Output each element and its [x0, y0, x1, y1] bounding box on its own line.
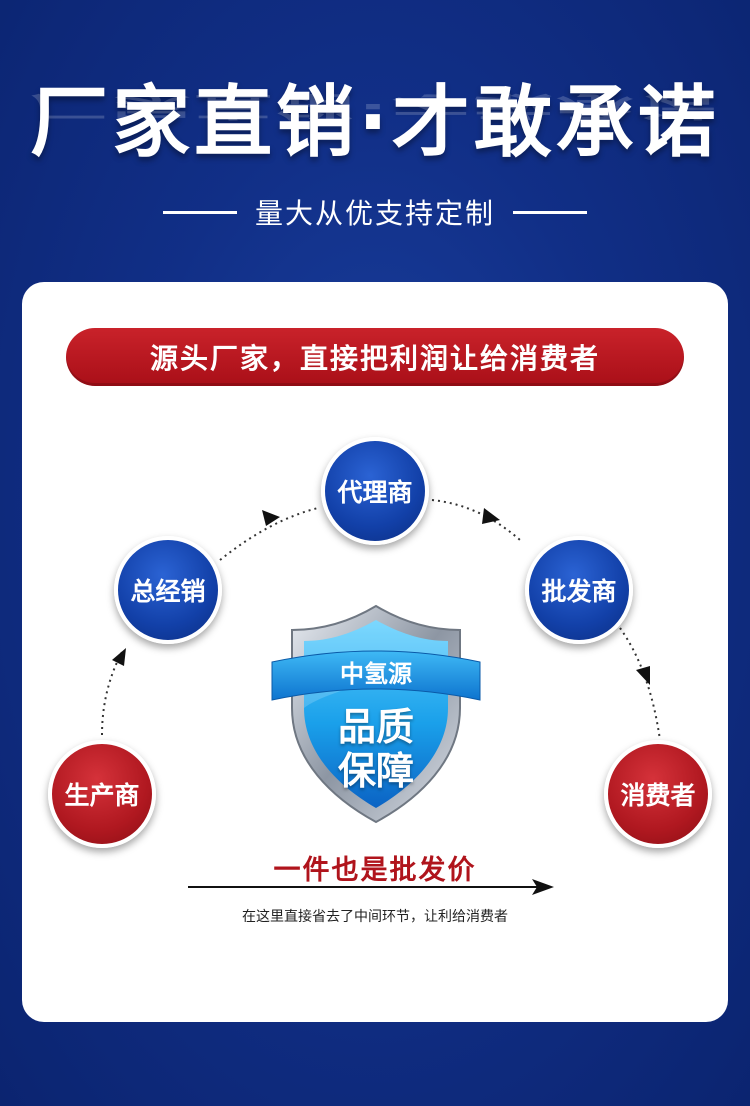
node-agent: 代理商: [321, 437, 429, 545]
subtitle-right-line: [513, 210, 587, 214]
shield-ribbon-text: 中氢源: [340, 660, 412, 688]
arc-producer-to-distributor: [101, 651, 123, 736]
node-producer: 生产商: [48, 740, 156, 848]
node-wholesaler: 批发商: [525, 536, 633, 644]
slogan: 一件也是批发价: [273, 855, 477, 886]
note: 在这里直接省去了中间环节，让利给消费者: [242, 909, 508, 925]
shield-line-1: 品质: [337, 705, 414, 749]
arc-distributor-to-agent: [219, 507, 319, 561]
arc-wholesaler-to-consumer: [619, 627, 661, 741]
node-consumer: 消费者: [604, 740, 712, 848]
red-banner: 源头厂家，直接把利润让给消费者: [66, 328, 684, 386]
quality-shield: 中氢源 品质 保障: [266, 600, 486, 830]
arrow-head-3: [482, 508, 500, 524]
shield-icon: [271, 604, 481, 824]
arrow-head-2: [262, 510, 280, 526]
arrow-head-4: [636, 666, 650, 685]
headline: 厂家直销·才敢承诺: [30, 78, 720, 168]
arrow-head-1: [112, 648, 126, 666]
node-general-distributor: 总经销: [114, 536, 222, 644]
subtitle-left-line: [162, 210, 237, 214]
subtitle-row: 量大从优支持定制: [0, 192, 750, 232]
arc-agent-to-wholesaler: [431, 499, 521, 541]
shield-line-2: 保障: [337, 749, 414, 793]
subtitle: 量大从优支持定制: [254, 197, 495, 230]
long-arrow-head: [532, 879, 554, 895]
